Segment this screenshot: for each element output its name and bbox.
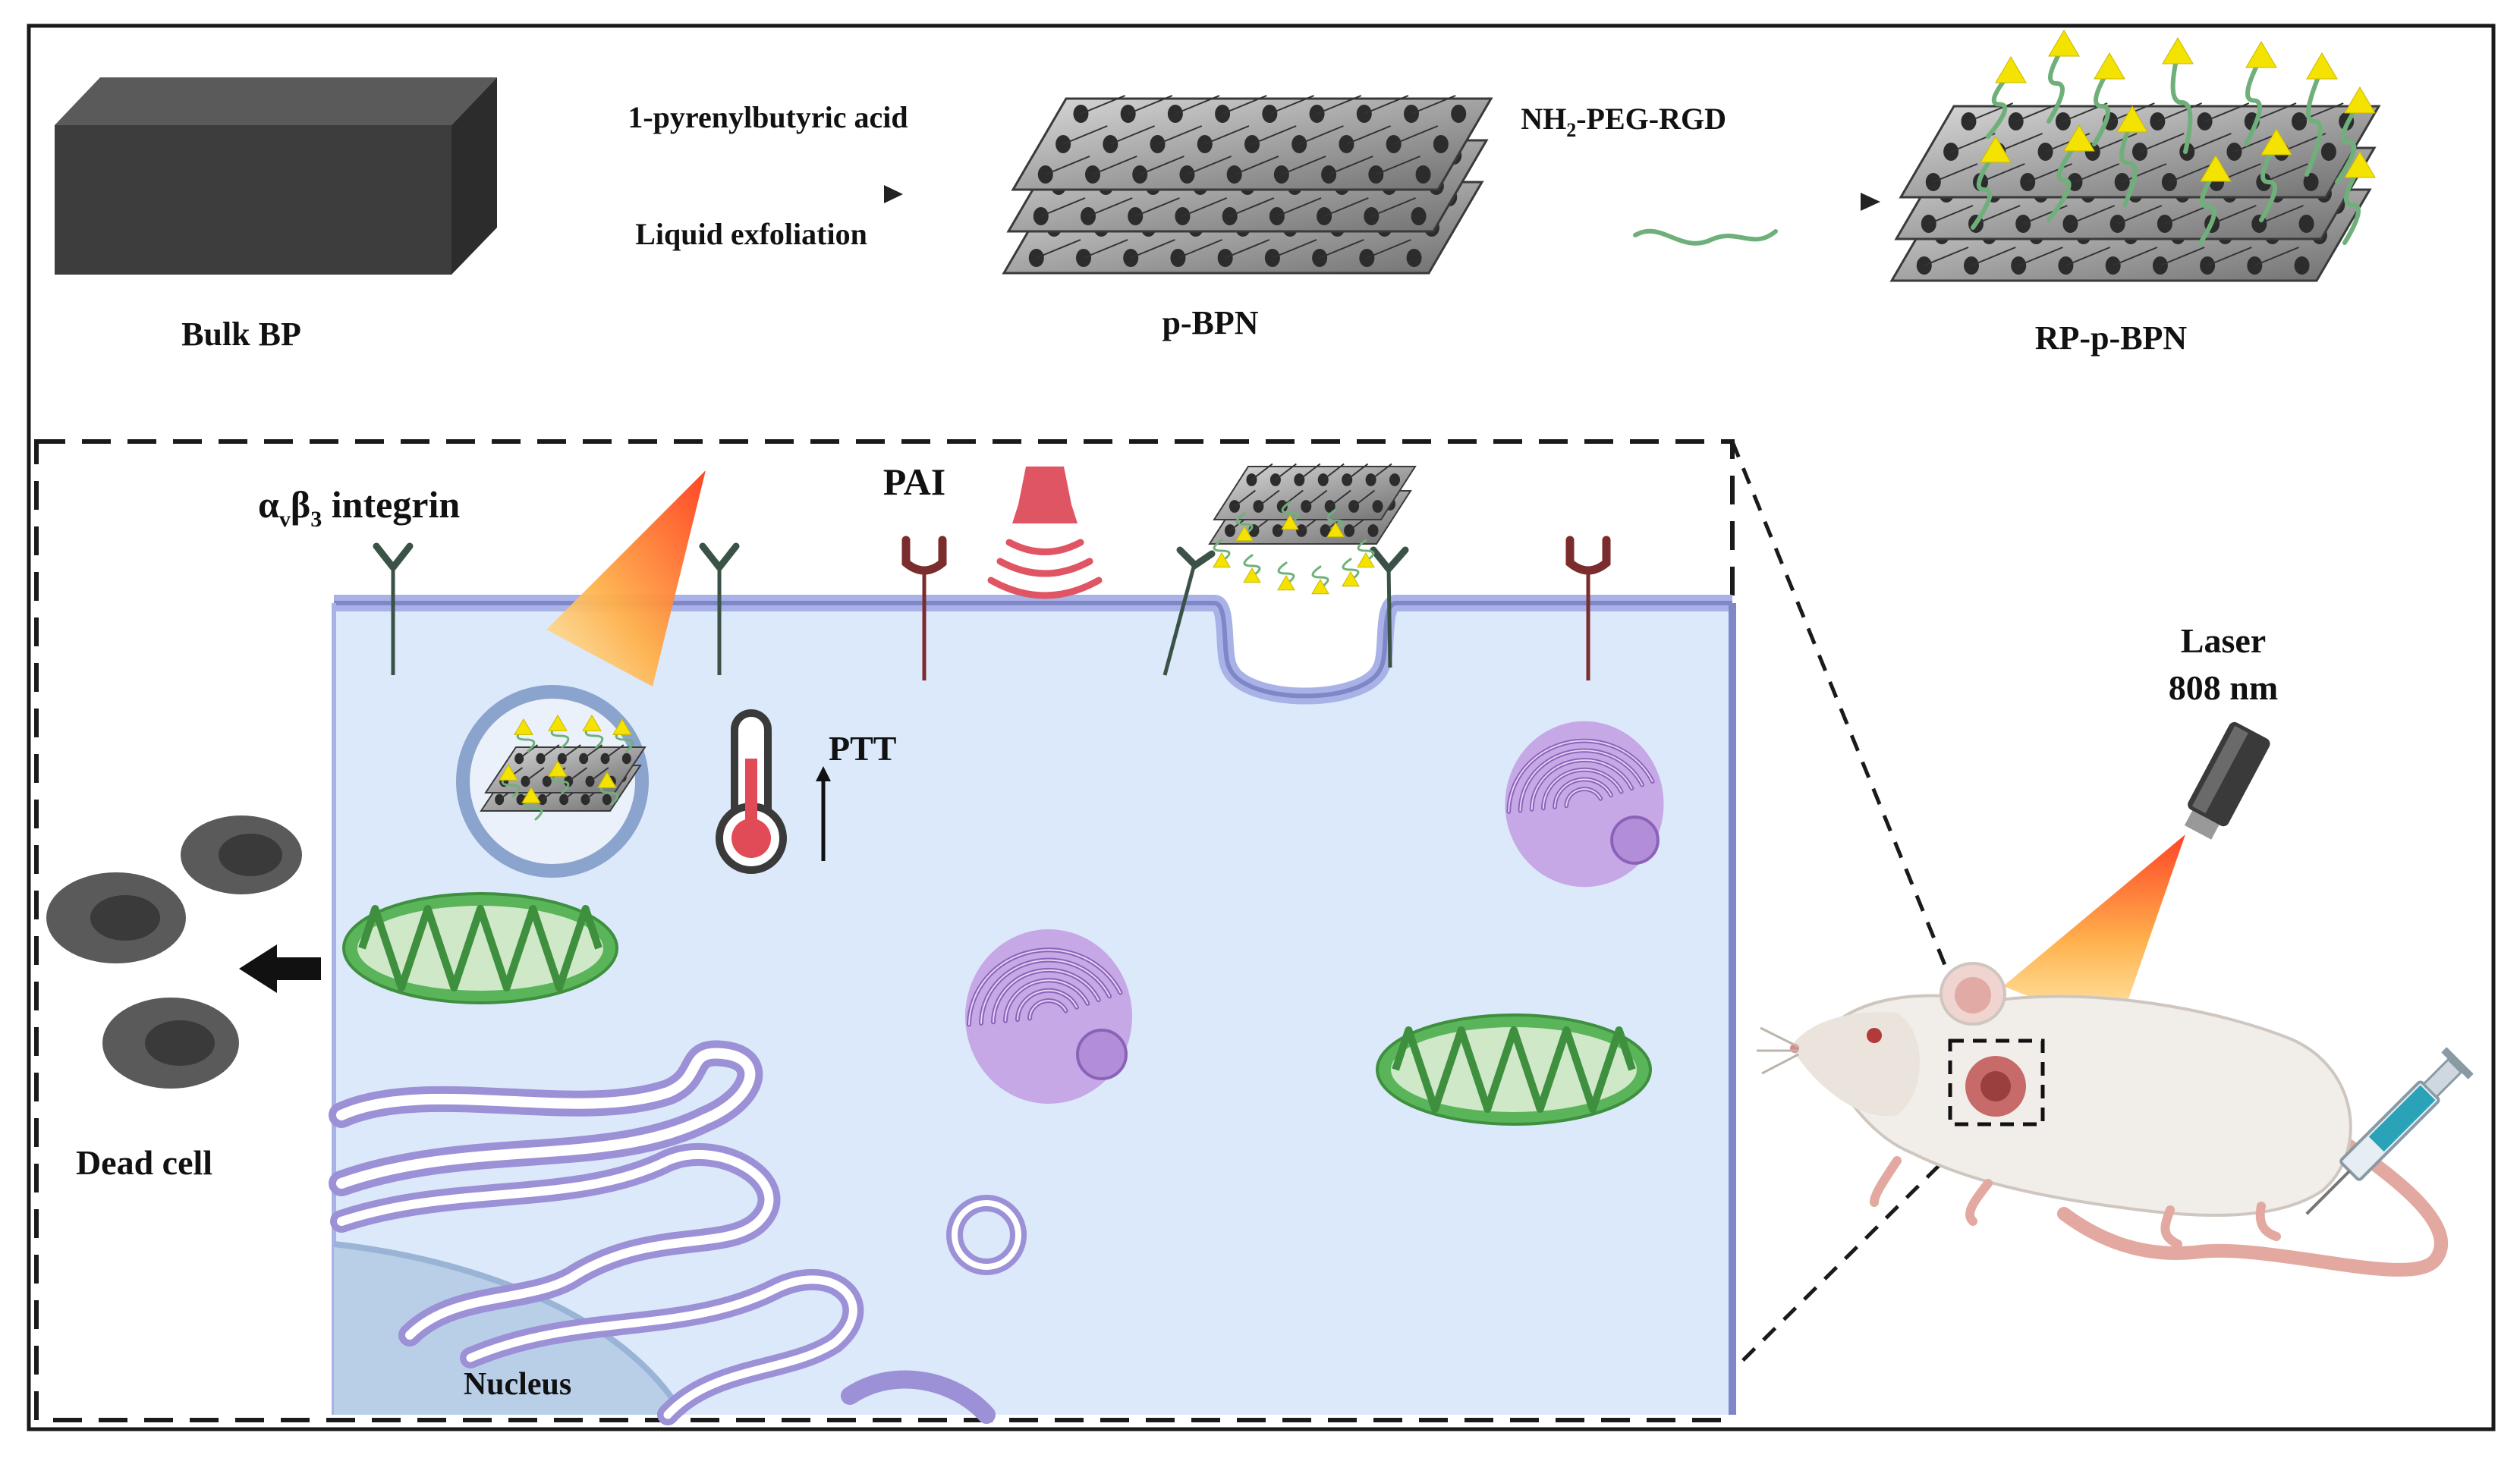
integrin-label: αvβ3 integrin <box>258 483 460 532</box>
reaction-arrow-1-head <box>884 185 903 203</box>
reagent-2-label: NH2-PEG-RGD <box>1521 102 1726 141</box>
peg-chain-icon <box>1633 228 1778 246</box>
thermometer-icon <box>716 709 787 874</box>
ptt-light-beam <box>546 470 706 687</box>
mitochondria-icon <box>1376 1013 1652 1126</box>
functionalized-nanosheet-icon <box>1889 30 2381 282</box>
nanosheet-stack-icon <box>1002 95 1493 275</box>
rp-p-bpn-label: RP-p-BPN <box>2035 319 2188 357</box>
zoom-line-bottom <box>1721 1129 1976 1382</box>
dead-cell-icon <box>102 998 239 1089</box>
p-bpn-label: p-BPN <box>1162 304 1258 341</box>
bulk-bp-block-icon <box>55 77 497 275</box>
nucleus-label: Nucleus <box>464 1367 571 1402</box>
laser-label-line-2: 808 nm <box>2169 668 2278 707</box>
ptt-increase-arrow <box>816 766 831 861</box>
zoom-line-top <box>1730 441 1977 1039</box>
laser-device-icon <box>2184 721 2270 840</box>
dead-cell-label: Dead cell <box>76 1143 212 1182</box>
integrin-receptors <box>373 536 1611 680</box>
reaction-arrow-2-head <box>1861 193 1880 211</box>
syringe-icon <box>2305 1047 2474 1215</box>
reagent-1-label: 1-pyrenylbutyric acid <box>628 100 908 134</box>
golgi-icon <box>965 929 1132 1104</box>
bulk-bp-label: Bulk BP <box>181 316 301 353</box>
vesicle-nanosheet-icon <box>480 715 647 821</box>
dead-cell-icon <box>46 872 186 963</box>
entering-nanosheet-icon <box>1208 463 1417 595</box>
cell-death-arrow <box>239 944 321 993</box>
ptt-label: PTT <box>829 729 896 768</box>
endoplasmic-reticulum <box>329 1040 1027 1425</box>
mitochondria-icon <box>342 892 618 1004</box>
process-1-label: Liquid exfoliation <box>635 217 867 251</box>
pai-label: PAI <box>883 460 945 503</box>
tumor-zoom-box <box>1948 1039 2045 1126</box>
golgi-icon <box>1505 721 1664 888</box>
laser-label-line-1: Laser <box>2181 621 2266 660</box>
laser-beam <box>2003 834 2185 1032</box>
ultrasound-transducer-icon <box>987 467 1103 599</box>
dead-cell-icon <box>181 815 302 894</box>
